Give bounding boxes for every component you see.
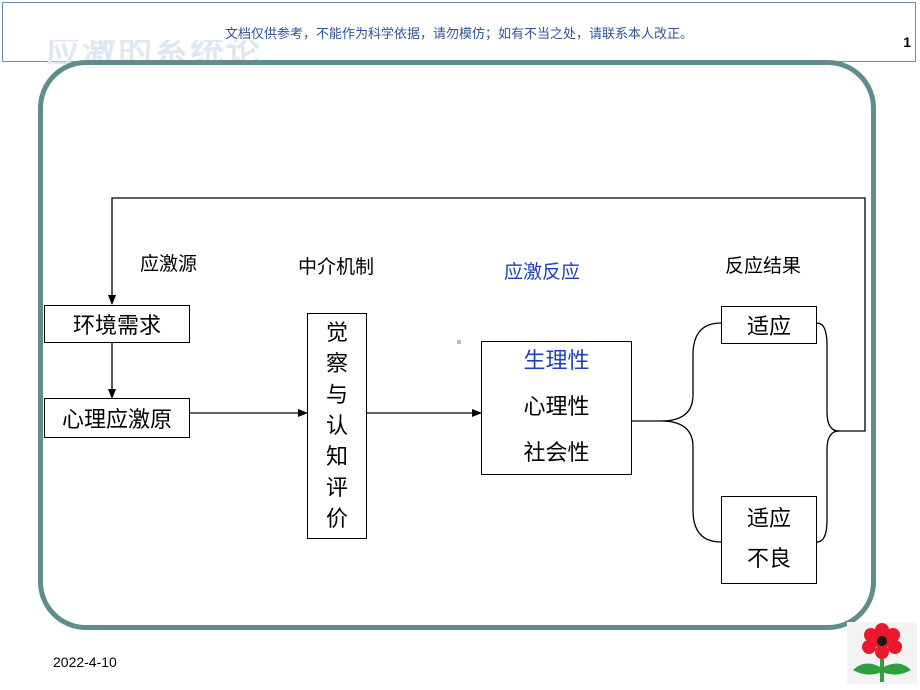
appraisal-box: 觉 察 与 认 知 评 价 [307,313,367,539]
appraisal-char: 知 [325,444,348,470]
appraisal-char: 价 [325,506,348,532]
appraisal-char: 察 [325,351,348,377]
feedback-loop-line [108,197,866,432]
appraisal-char: 觉 [325,320,348,346]
diagram-frame [38,60,876,630]
stage-label-mediation: 中介机制 [298,256,375,278]
stage-label-outcome: 反应结果 [725,255,802,277]
maladaptation-box: 适应 不良 [721,496,817,584]
outcome-loop-brace [816,322,840,543]
response-outcome-brace [660,322,722,543]
psychological-source-box: 心理应激原 [44,398,190,438]
notice-bar: 文档仅供参考，不能作为科学依据，请勿模仿；如有不当之处，请联系本人改正。 1 [2,2,916,62]
adaptation-box: 适应 [721,306,817,344]
flower-logo-icon [847,622,917,684]
stage-label-source: 应激源 [140,253,198,275]
stress-response-box: 生理性 心理性 社会性 [481,341,632,475]
adaptation-label: 适应 [746,315,791,340]
maladaptation-line: 适应 [746,507,791,532]
response-psychological: 心理性 [523,395,590,420]
maladaptation-line: 不良 [746,547,791,572]
stray-dot [457,340,461,344]
psychological-source-label: 心理应激原 [61,408,172,433]
notice-text: 文档仅供参考，不能作为科学依据，请勿模仿；如有不当之处，请联系本人改正。 [224,27,693,42]
appraisal-char: 评 [325,475,348,501]
footer-date: 2022-4-10 [53,654,117,670]
environment-demand-box: 环境需求 [44,305,190,343]
stage-label-response: 应激反应 [504,261,581,283]
appraisal-char: 与 [325,382,348,408]
page-number: 1 [903,34,911,50]
response-physiological: 生理性 [523,349,590,374]
response-social: 社会性 [523,441,590,466]
appraisal-char: 认 [325,413,348,439]
environment-demand-label: 环境需求 [72,314,161,339]
